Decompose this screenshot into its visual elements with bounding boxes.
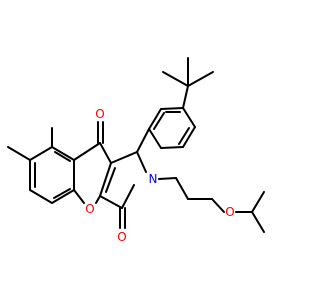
bond-layer [7,57,265,233]
atom-carbonyl-oxygen-top: O [95,107,104,121]
bond-c3a-c9a-double [105,167,116,193]
bond-isopropyl-down [251,211,265,233]
bond-c3-c3a [99,195,123,209]
bond-c1-c9a [110,151,138,164]
bond-phenyl-4 [148,128,162,149]
structure-canvas: O O O N O [0,0,300,300]
molecule-structure: O O O N O [0,0,300,300]
bond-c3a-c9a [99,162,112,197]
bond-c9-c8a [73,142,101,161]
bond-isopropyl-up [251,191,265,213]
bond-benzo-1 [51,146,75,161]
atom-ring-oxygen: O [85,202,94,216]
bond-benzo-2 [29,146,53,161]
bond-phenyl-3 [160,146,184,149]
bond-c9a-c9 [99,142,112,164]
bond-benzo-inner-3 [53,188,71,199]
atom-label-layer: O O O N O [85,107,234,244]
bond-tbu-methyl-left [162,71,189,87]
atom-ether-oxygen: O [225,205,234,219]
bond-oring-c3a [95,195,101,204]
bond-chain-to-o [211,198,225,213]
bond-phenyl-1 [182,107,196,128]
bond-tbu-to-aryl [182,85,189,109]
bond-phenyl-5 [148,108,162,130]
bond-phenyl-inner-2 [153,112,165,130]
bond-benzo-4 [29,189,53,204]
bond-phenyl-6 [160,107,184,110]
atom-carbonyl-oxygen-right: O [117,230,126,244]
bond-benzo-5 [51,189,75,204]
bond-aryl-to-c1 [136,128,150,153]
bond-phenyl-inner-1 [178,127,190,145]
bond-chain-2 [175,177,189,200]
bond-phenyl-2 [182,126,196,148]
bond-methyl-c6 [7,146,31,161]
bond-tbu-methyl-right [187,71,214,87]
background [0,0,300,300]
bond-c1-n [136,151,147,173]
bond-c4a-oring [73,189,85,204]
bond-n-chain-1 [158,177,177,180]
atom-ring-nitrogen: N [149,172,158,186]
bond-benzo-inner-1 [54,151,71,162]
bond-n-c3 [121,184,135,209]
